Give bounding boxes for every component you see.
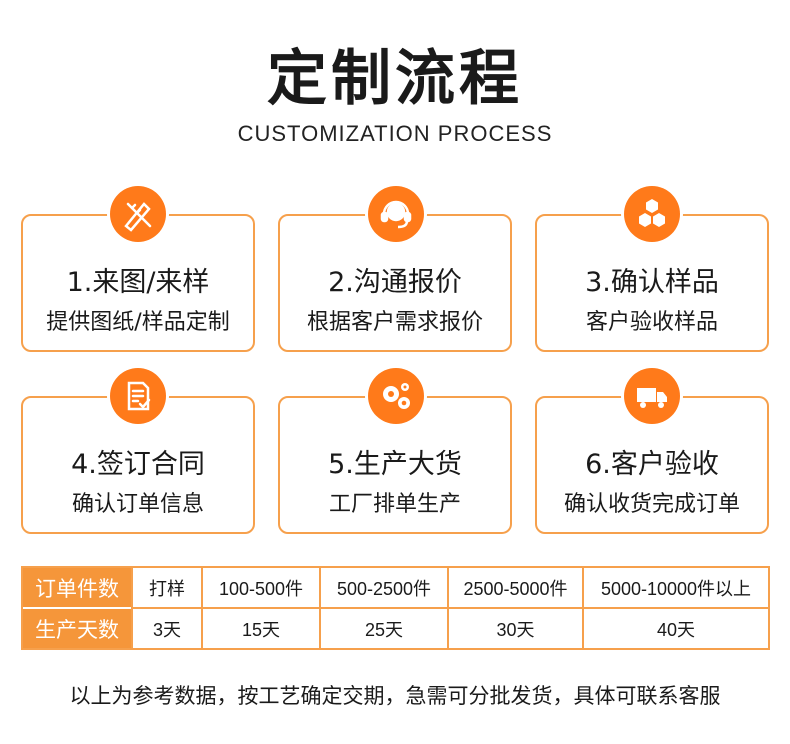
truck-icon: [624, 368, 680, 424]
table-cell: 打样: [149, 578, 185, 599]
table-cell: 15天: [241, 619, 281, 640]
table-cell: 30天: [496, 619, 535, 640]
table-cell: 2500-5000件: [463, 578, 568, 599]
gears-icon: [368, 368, 424, 424]
table-cell: 5000-10000件以上: [600, 578, 752, 599]
table-cell: 40天: [656, 619, 696, 640]
step-heading: 1.来图/来样: [66, 267, 210, 298]
table-divider: [131, 607, 768, 609]
step-description: 确认收货完成订单: [563, 492, 740, 517]
hexagons-icon: [624, 186, 680, 242]
table-cell: 100-500件: [218, 578, 304, 599]
table-row-label: 生产天数: [23, 609, 131, 648]
production-table: 订单件数 生产天数 打样 100-500件 500-2500件 2500-500…: [21, 566, 770, 650]
table-cell: 3天: [152, 619, 181, 640]
step-description: 客户验收样品: [585, 310, 718, 335]
step-description: 根据客户需求报价: [306, 310, 483, 335]
table-divider: [201, 568, 203, 648]
table-cell: 500-2500件: [336, 578, 432, 599]
table-cell: 25天: [364, 619, 404, 640]
step-heading: 5.生产大货: [328, 449, 462, 480]
table-row-label: 订单件数: [23, 568, 131, 607]
step-card-5: 5.生产大货 工厂排单生产: [278, 396, 512, 534]
footer-note: 以上为参考数据，按工艺确定交期，急需可分批发货，具体可联系客服: [69, 684, 721, 708]
step-heading: 4.签订合同: [71, 449, 205, 480]
step-description: 提供图纸/样品定制: [46, 310, 230, 335]
step-description: 确认订单信息: [71, 492, 204, 517]
table-divider: [582, 568, 584, 648]
table-divider: [319, 568, 321, 648]
step-card-6: 6.客户验收 确认收货完成订单: [535, 396, 769, 534]
table-divider: [447, 568, 449, 648]
pen-ruler-icon: [110, 186, 166, 242]
step-heading: 3.确认样品: [585, 267, 719, 298]
headset-icon: [368, 186, 424, 242]
table-divider: [23, 607, 131, 609]
step-heading: 2.沟通报价: [328, 267, 462, 298]
page-subtitle: CUSTOMIZATION PROCESS: [237, 121, 553, 146]
document-icon: [110, 368, 166, 424]
step-heading: 6.客户验收: [585, 449, 719, 480]
step-description: 工厂排单生产: [328, 492, 461, 517]
table-divider: [131, 568, 133, 648]
page-title: 定制流程: [267, 44, 523, 114]
